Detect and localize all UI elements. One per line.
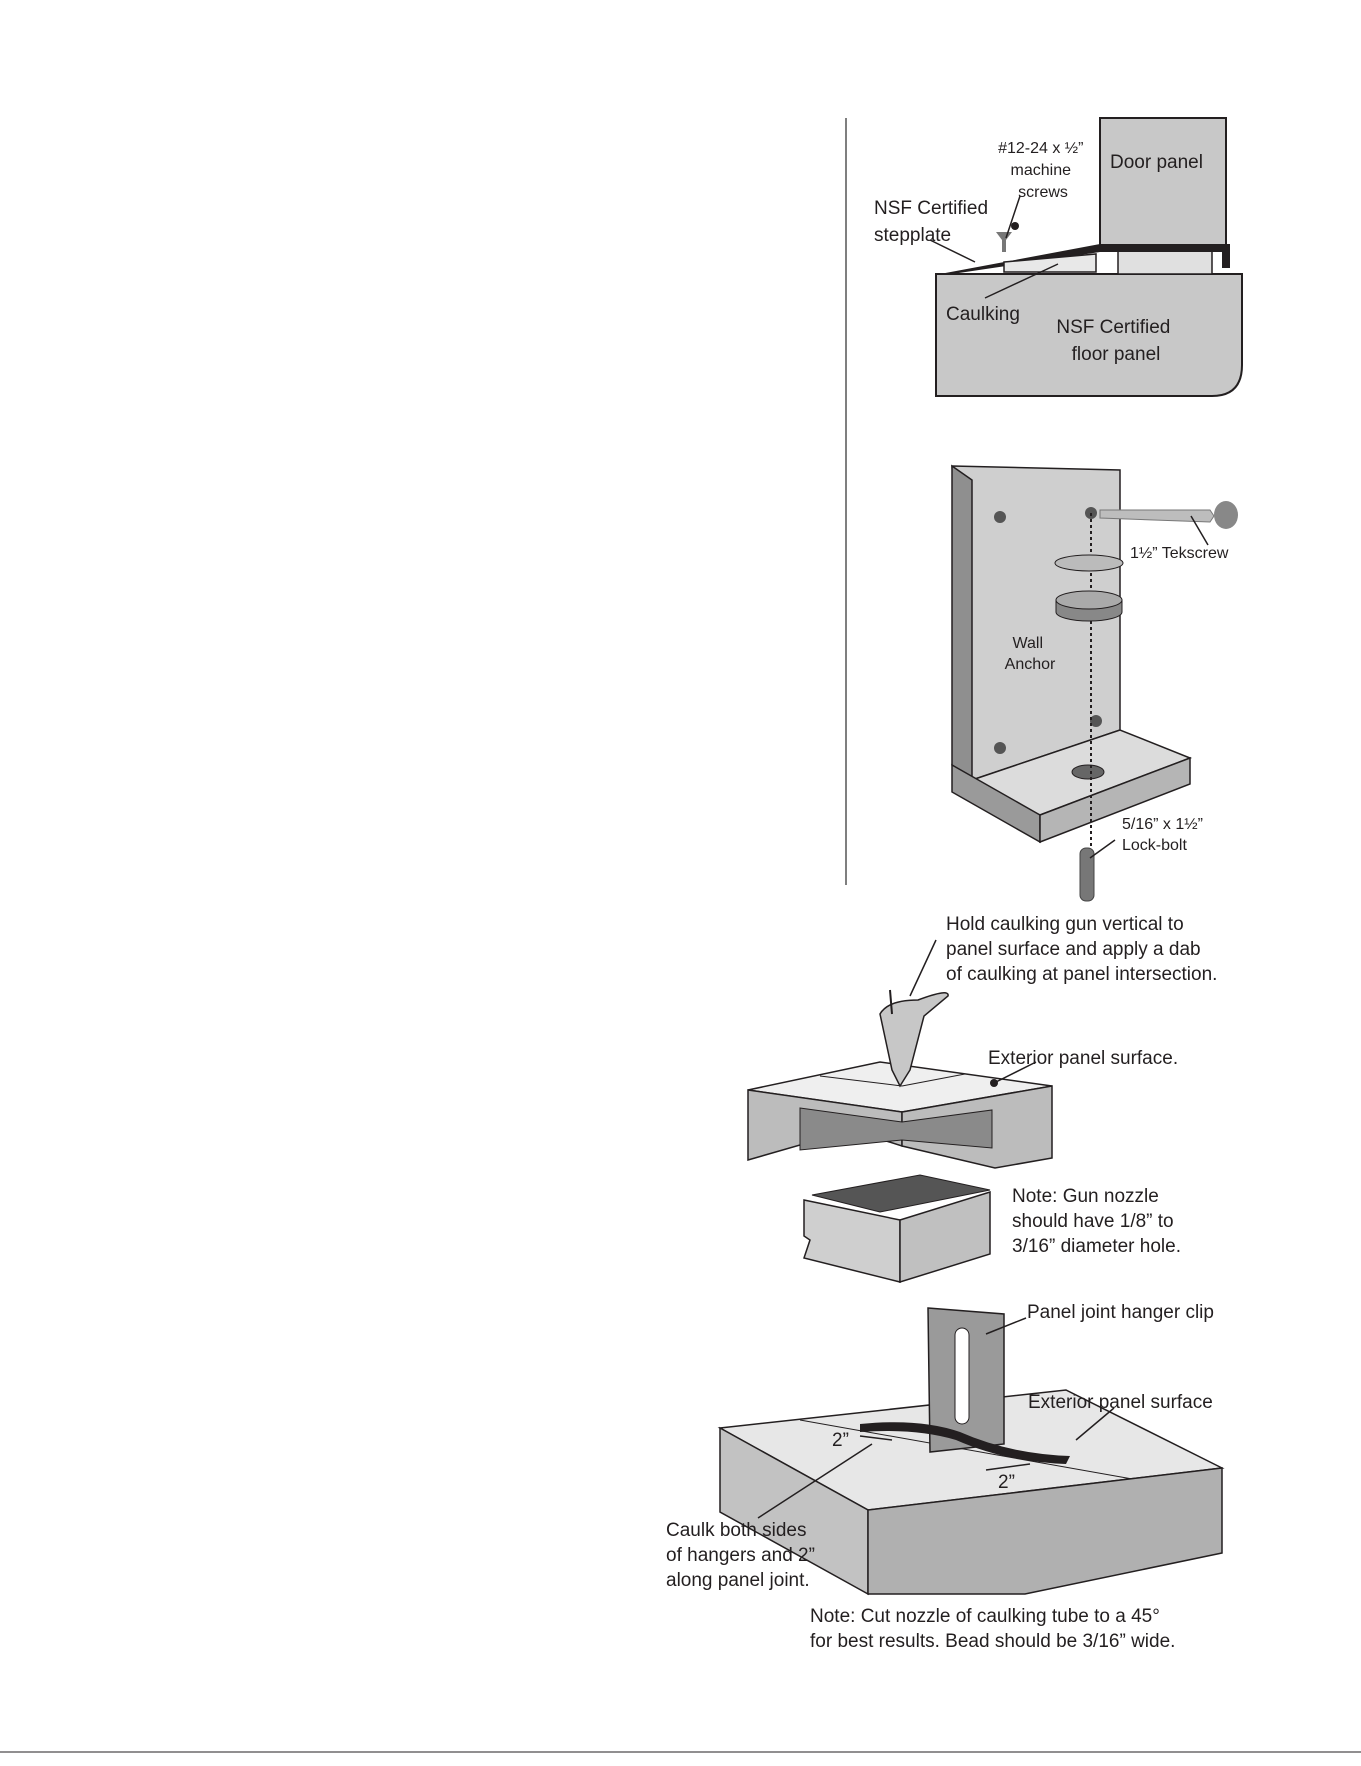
anchor-base-edge [1039,756,1191,844]
caulk-gun-figure: Hold caulking gun vertical to panel surf… [747,914,1217,1284]
caulk-leader [757,1443,873,1519]
anchor-hole [1090,715,1102,727]
tekscrew-label: 1½” Tekscrew [1130,545,1229,562]
floor-notch [1117,249,1213,275]
caulking-label: Caulking [946,304,1020,325]
caulk-gun-rod [889,989,893,1015]
hanger-clip-label: Panel joint hanger clip [1027,1302,1214,1323]
lockbolt-label: 5/16” x 1½” Lock-bolt [1122,816,1207,854]
screw-icon [996,232,1012,252]
clip-leader [985,1317,1027,1335]
screw-leader-dot [1011,222,1019,230]
anchor-hole [994,511,1006,523]
caulk-gun-icon [879,992,949,1088]
clip-slot [954,1327,970,1425]
lockbolt-leader [1089,839,1116,859]
caulking-bead [1003,253,1097,273]
door-panel-label: Door panel [1110,152,1203,173]
dimension-b-label: 2” [998,1472,1015,1493]
caulk-bead [860,1422,1070,1464]
nozzle-note-label: Note: Gun nozzle should have 1/8” to 3/1… [1012,1186,1181,1257]
caulking-leader [984,263,1059,299]
stepplate-leader [929,239,976,263]
wall-anchor-figure: 1½” Tekscrew Wall Anchor 5/16” x 1½” Loc… [951,464,1238,902]
stepplate-shape [940,244,1226,274]
anchor-hole [994,742,1006,754]
lower-block-top [811,1174,991,1213]
tekscrew-icon [1099,509,1215,523]
tekscrew-leader [1190,515,1209,546]
nozzle-cut-note-label: Note: Cut nozzle of caulking tube to a 4… [810,1606,1175,1652]
gun-instruction-label: Hold caulking gun vertical to panel surf… [946,914,1217,985]
screw-leader [1005,195,1021,239]
panel-front-right [867,1467,1223,1595]
dim-line-b [985,1463,1031,1471]
floor-panel-shape [935,273,1243,397]
panel-joint-line [799,1419,1139,1481]
stepplate-figure: #12-24 x ½” machine screws Door panel NS… [874,117,1243,397]
hanger-clip-figure: Panel joint hanger clip Exterior panel s… [666,1302,1225,1652]
exterior-surface-label-2: Exterior panel surface [1028,1392,1213,1413]
lower-block-left [803,1199,901,1283]
stepplate-end-cap [1222,244,1230,268]
panel-seam [901,1073,966,1087]
exterior-surface-label: Exterior panel surface. [988,1048,1178,1069]
lockbolt-icon [1079,847,1095,902]
spacer-top [1055,590,1123,610]
dimension-a-label: 2” [832,1430,849,1451]
anchor-label: Wall Anchor [1005,635,1056,673]
tekscrew-head [1214,501,1238,529]
exterior-leader [993,1061,1037,1084]
stepplate-label: NSF Certified stepplate [874,198,993,246]
screws-label: #12-24 x ½” machine screws [998,140,1088,201]
panel-seam [819,1075,903,1087]
door-panel-shape [1099,117,1227,247]
caulk-instruction-label: Caulk both sides of hangers and 2” along… [666,1520,820,1591]
surface-leader [1075,1407,1115,1441]
base-hole [1071,764,1105,780]
dim-line-a [859,1435,893,1441]
washer-icon [1054,554,1124,572]
floor-panel-label: NSF Certified floor panel [1056,317,1175,365]
instruction-leader [909,939,937,997]
upper-block-core [799,1107,993,1151]
exterior-leader-dot [990,1079,998,1087]
anchor-side-face [951,464,973,782]
lower-block-right [899,1190,991,1284]
